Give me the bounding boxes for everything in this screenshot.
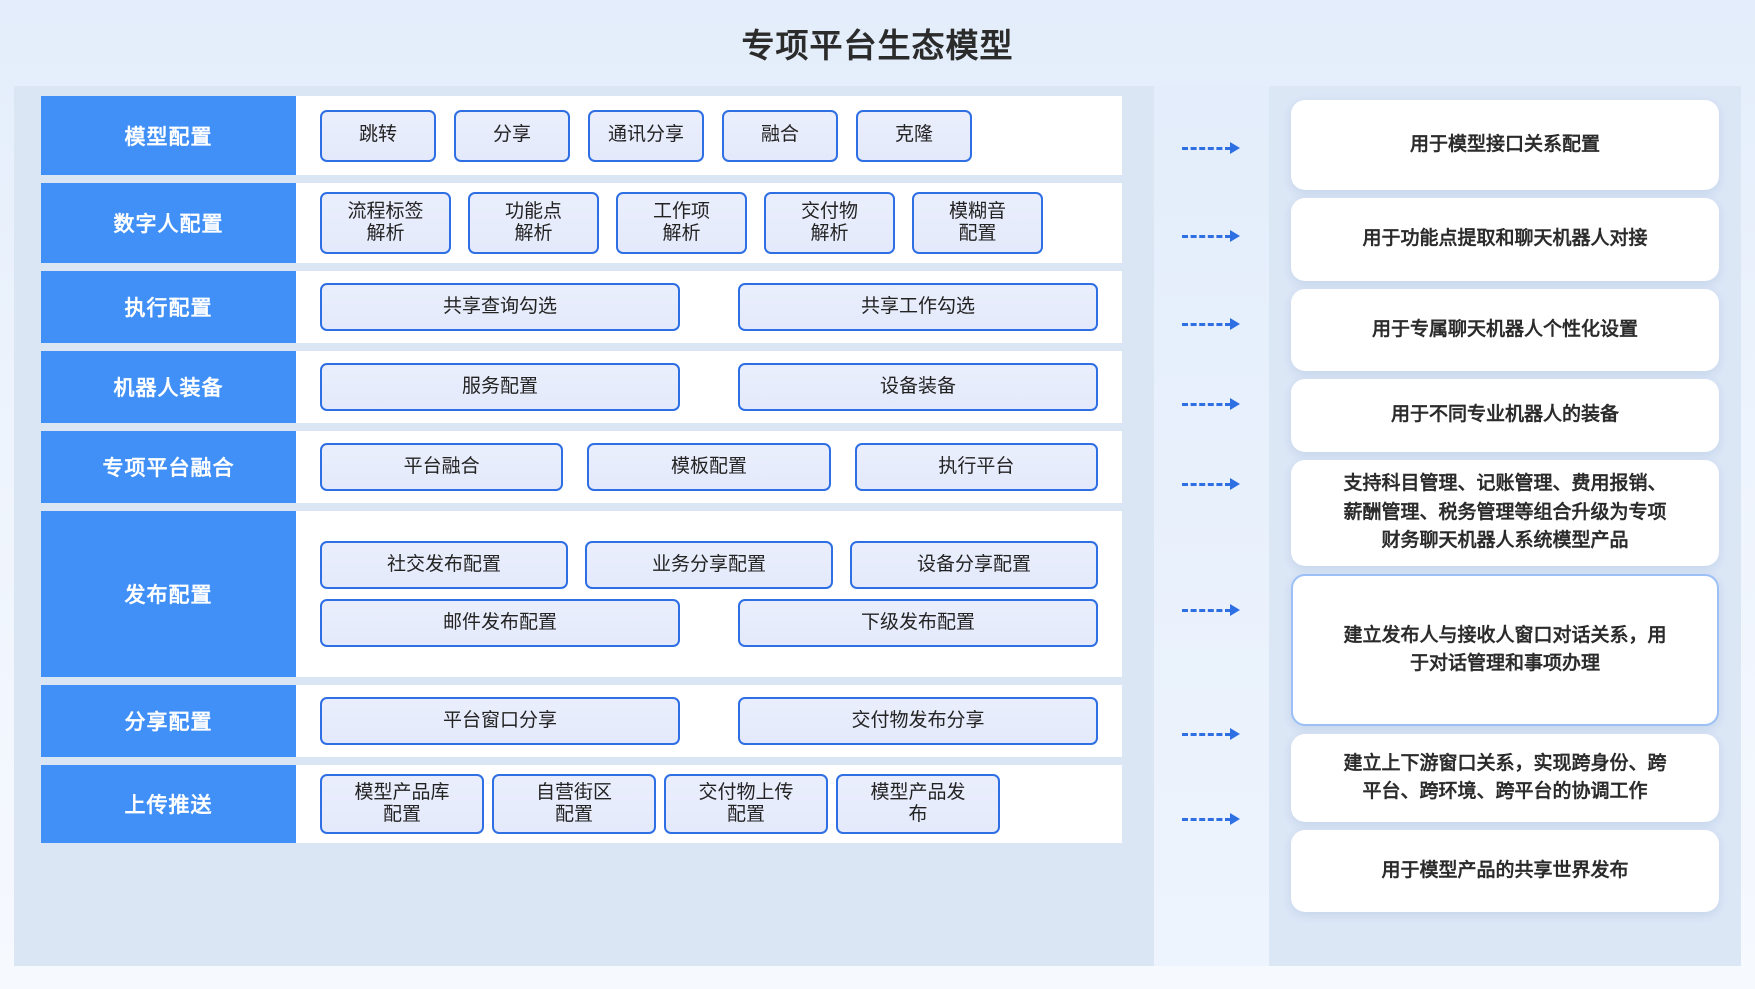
dashed-arrow-right-icon [1182, 604, 1240, 616]
dashed-arrow-right-icon [1182, 813, 1240, 825]
category-row: 发布配置 社交发布配置 业务分享配置 设备分享配置 邮件发布配置 下级发布配置 [14, 511, 1154, 677]
chip-line: 流程标签 解析 功能点 解析 工作项 解析 交付物 解析 模糊音 配置 [320, 192, 1098, 254]
chip-item[interactable]: 工作项 解析 [616, 192, 747, 254]
chip-item[interactable]: 邮件发布配置 [320, 599, 680, 647]
description-list: 用于模型接口关系配置 用于功能点提取和聊天机器人对接 用于专属聊天机器人个性化设… [1291, 86, 1719, 966]
page-header: 专项平台生态模型 [0, 0, 1755, 86]
category-row: 执行配置 共享查询勾选 共享工作勾选 [14, 271, 1154, 343]
chip-item[interactable]: 流程标签 解析 [320, 192, 451, 254]
chip-item[interactable]: 平台融合 [320, 443, 564, 491]
chip-item[interactable]: 交付物上传 配置 [664, 774, 828, 834]
chip-item[interactable]: 自营街区 配置 [492, 774, 656, 834]
chip-item[interactable]: 平台窗口分享 [320, 697, 680, 745]
chip-line: 平台窗口分享 交付物发布分享 [320, 697, 1098, 745]
category-label-execution-config[interactable]: 执行配置 [41, 271, 296, 343]
category-items: 平台窗口分享 交付物发布分享 [296, 685, 1122, 757]
chip-item[interactable]: 模型产品发 布 [836, 774, 1000, 834]
connector-column [1154, 86, 1269, 966]
category-items: 社交发布配置 业务分享配置 设备分享配置 邮件发布配置 下级发布配置 [296, 511, 1122, 677]
page-title: 专项平台生态模型 [741, 27, 1014, 64]
chip-line: 服务配置 设备装备 [320, 363, 1098, 411]
chip-item[interactable]: 共享查询勾选 [320, 283, 680, 331]
description-card: 建立上下游窗口关系，实现跨身份、跨 平台、跨环境、跨平台的协调工作 [1291, 734, 1719, 822]
chip-item[interactable]: 模板配置 [587, 443, 831, 491]
category-items: 服务配置 设备装备 [296, 351, 1122, 423]
description-card: 支持科目管理、记账管理、费用报销、 薪酬管理、税务管理等组合升级为专项 财务聊天… [1291, 460, 1719, 566]
category-label-share-config[interactable]: 分享配置 [41, 685, 296, 757]
category-label-model-config[interactable]: 模型配置 [41, 96, 296, 175]
category-label-upload-push[interactable]: 上传推送 [41, 765, 296, 843]
category-items: 跳转 分享 通讯分享 融合 克隆 [296, 96, 1122, 175]
category-items: 流程标签 解析 功能点 解析 工作项 解析 交付物 解析 模糊音 配置 [296, 183, 1122, 263]
chip-item[interactable]: 下级发布配置 [738, 599, 1098, 647]
chip-item[interactable]: 模型产品库 配置 [320, 774, 484, 834]
category-row: 专项平台融合 平台融合 模板配置 执行平台 [14, 431, 1154, 503]
chip-line: 平台融合 模板配置 执行平台 [320, 443, 1098, 491]
chip-item[interactable]: 业务分享配置 [585, 541, 833, 589]
chip-item[interactable]: 交付物 解析 [764, 192, 895, 254]
chip-item[interactable]: 交付物发布分享 [738, 697, 1098, 745]
category-rows-panel: 模型配置 跳转 分享 通讯分享 融合 克隆 数字人配置 流程标签 解析 功能点 … [14, 86, 1154, 966]
category-label-robot-equipment[interactable]: 机器人装备 [41, 351, 296, 423]
chip-item[interactable]: 社交发布配置 [320, 541, 568, 589]
description-card: 建立发布人与接收人窗口对话关系，用 于对话管理和事项办理 [1291, 574, 1719, 726]
category-items: 模型产品库 配置 自营街区 配置 交付物上传 配置 模型产品发 布 [296, 765, 1122, 843]
diagram-board: 模型配置 跳转 分享 通讯分享 融合 克隆 数字人配置 流程标签 解析 功能点 … [0, 86, 1755, 966]
description-card: 用于模型产品的共享世界发布 [1291, 830, 1719, 912]
dashed-arrow-right-icon [1182, 318, 1240, 330]
description-card: 用于专属聊天机器人个性化设置 [1291, 289, 1719, 371]
dashed-arrow-right-icon [1182, 728, 1240, 740]
category-items: 共享查询勾选 共享工作勾选 [296, 271, 1122, 343]
chip-item[interactable]: 融合 [722, 109, 838, 162]
description-card: 用于模型接口关系配置 [1291, 100, 1719, 190]
dashed-arrow-right-icon [1182, 478, 1240, 490]
category-row: 机器人装备 服务配置 设备装备 [14, 351, 1154, 423]
dashed-arrow-right-icon [1182, 142, 1240, 154]
descriptions-panel: 用于模型接口关系配置 用于功能点提取和聊天机器人对接 用于专属聊天机器人个性化设… [1269, 86, 1741, 966]
category-items: 平台融合 模板配置 执行平台 [296, 431, 1122, 503]
chip-line: 模型产品库 配置 自营街区 配置 交付物上传 配置 模型产品发 布 [320, 774, 1098, 834]
category-label-platform-fusion[interactable]: 专项平台融合 [41, 431, 296, 503]
chip-item[interactable]: 执行平台 [854, 443, 1098, 491]
category-row: 上传推送 模型产品库 配置 自营街区 配置 交付物上传 配置 模型产品发 布 [14, 765, 1154, 843]
chip-line: 跳转 分享 通讯分享 融合 克隆 [320, 109, 1098, 162]
dashed-arrow-right-icon [1182, 398, 1240, 410]
description-card: 用于功能点提取和聊天机器人对接 [1291, 198, 1719, 281]
chip-line: 共享查询勾选 共享工作勾选 [320, 283, 1098, 331]
chip-item[interactable]: 分享 [454, 109, 570, 162]
chip-line: 邮件发布配置 下级发布配置 [320, 599, 1098, 647]
chip-item[interactable]: 跳转 [320, 109, 436, 162]
category-label-publish-config[interactable]: 发布配置 [41, 511, 296, 677]
category-row: 数字人配置 流程标签 解析 功能点 解析 工作项 解析 交付物 解析 模糊音 配… [14, 183, 1154, 263]
chip-item[interactable]: 克隆 [856, 109, 972, 162]
description-card: 用于不同专业机器人的装备 [1291, 379, 1719, 452]
chip-item[interactable]: 功能点 解析 [468, 192, 599, 254]
category-row: 模型配置 跳转 分享 通讯分享 融合 克隆 [14, 96, 1154, 175]
chip-item[interactable]: 通讯分享 [588, 109, 704, 162]
category-label-digital-human-config[interactable]: 数字人配置 [41, 183, 296, 263]
category-row: 分享配置 平台窗口分享 交付物发布分享 [14, 685, 1154, 757]
chip-item[interactable]: 服务配置 [320, 363, 680, 411]
chip-item[interactable]: 模糊音 配置 [912, 192, 1043, 254]
chip-item[interactable]: 共享工作勾选 [738, 283, 1098, 331]
chip-item[interactable]: 设备分享配置 [850, 541, 1098, 589]
chip-item[interactable]: 设备装备 [738, 363, 1098, 411]
dashed-arrow-right-icon [1182, 230, 1240, 242]
chip-line: 社交发布配置 业务分享配置 设备分享配置 [320, 541, 1098, 589]
